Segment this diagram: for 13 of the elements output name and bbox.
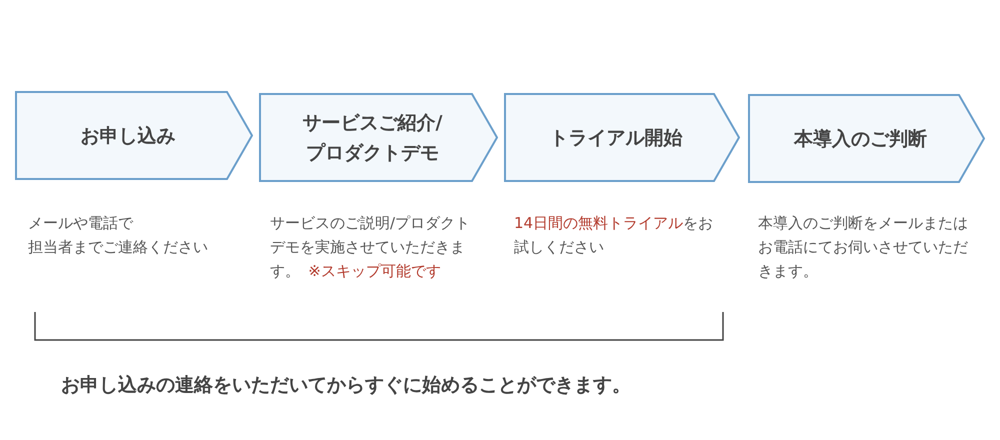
step-title: お申し込み xyxy=(80,124,176,148)
description-text: 14日間の無料トライアルをお試しください xyxy=(514,213,714,258)
description-text: メールや電話で担当者までご連絡ください xyxy=(28,213,209,258)
step-title: 本導入のご判断 xyxy=(794,126,927,152)
step-title: サービスご紹介/プロダクトデモ xyxy=(302,110,444,166)
chevron-box xyxy=(748,94,985,183)
step-title: トライアル開始 xyxy=(550,126,682,150)
description-text: サービスのご説明/プロダクトデモを実施させていただきます。 ※スキップ可能です xyxy=(270,213,472,282)
chevron-box xyxy=(15,91,253,180)
summary-text: お申し込みの連絡をいただいてからすぐに始めることができます。 xyxy=(61,373,631,398)
description-text: 本導入のご判断をメールまたはお電話にてお伺いさせていただきます。 xyxy=(758,213,969,282)
chevron-box xyxy=(259,93,498,182)
chevron-box xyxy=(504,93,740,182)
